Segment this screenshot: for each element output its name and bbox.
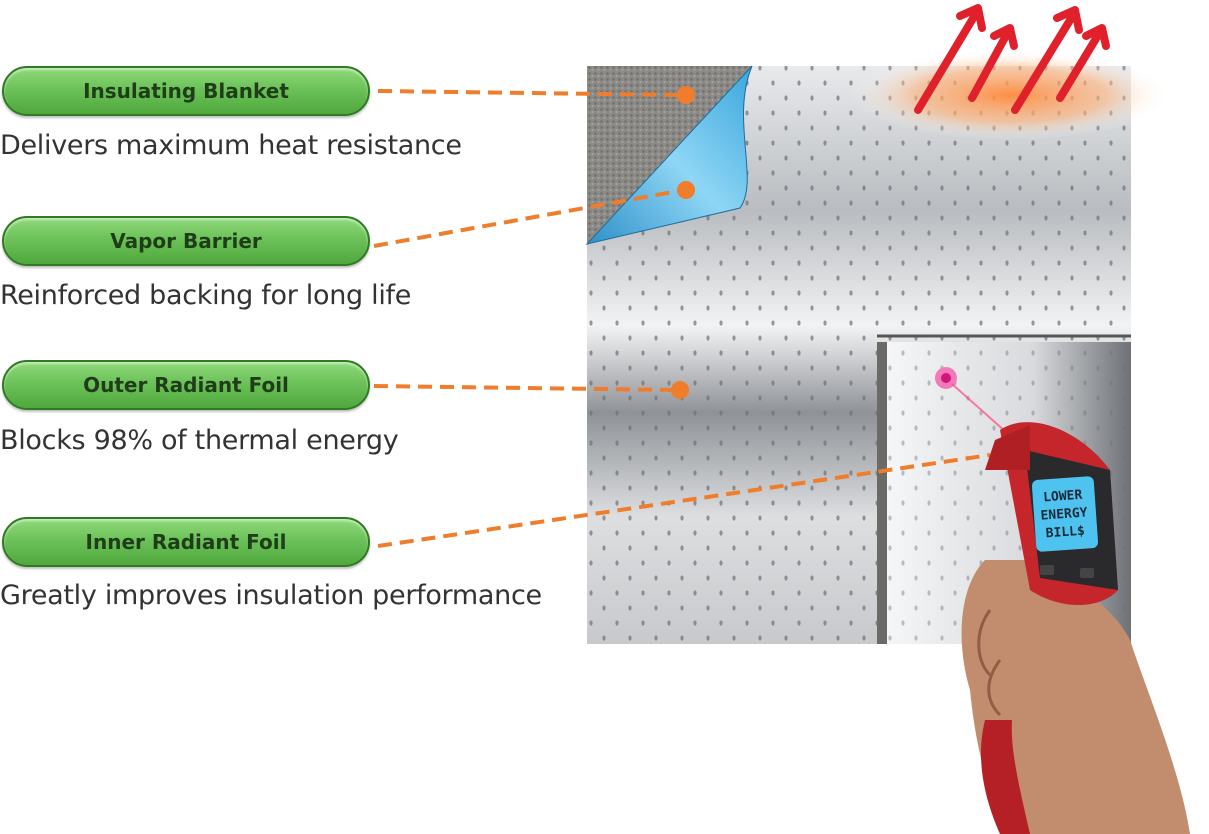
desc-outer-radiant-foil: Blocks 98% of thermal energy [0, 425, 399, 456]
thermometer-screen [1031, 476, 1099, 552]
label-text: Insulating Blanket [83, 79, 289, 103]
label-text: Outer Radiant Foil [83, 373, 289, 397]
heat-arrows-icon [914, 4, 1110, 114]
desc-vapor-barrier: Reinforced backing for long life [0, 280, 412, 311]
label-text: Vapor Barrier [110, 229, 262, 253]
label-outer-radiant-foil: Outer Radiant Foil [2, 360, 370, 410]
infrared-thermometer-icon: LOWER ENERGY BILL$ [961, 422, 1190, 834]
label-inner-radiant-foil: Inner Radiant Foil [2, 517, 370, 567]
vapor-barrier-curl [585, 65, 753, 245]
heat-glow [850, 50, 1170, 140]
desc-inner-radiant-foil: Greatly improves insulation performance [0, 580, 542, 611]
desc-insulating-blanket: Delivers maximum heat resistance [0, 130, 462, 161]
label-insulating-blanket: Insulating Blanket [2, 66, 370, 116]
leader-lines [373, 89, 991, 548]
label-vapor-barrier: Vapor Barrier [2, 216, 370, 266]
leader-dots [671, 86, 695, 399]
screen-line-2: ENERGY [1040, 505, 1088, 523]
hand [961, 560, 1190, 834]
label-text: Inner Radiant Foil [85, 530, 287, 554]
screen-line-1: LOWER [1043, 488, 1083, 506]
screen-line-3: BILL$ [1045, 524, 1085, 542]
